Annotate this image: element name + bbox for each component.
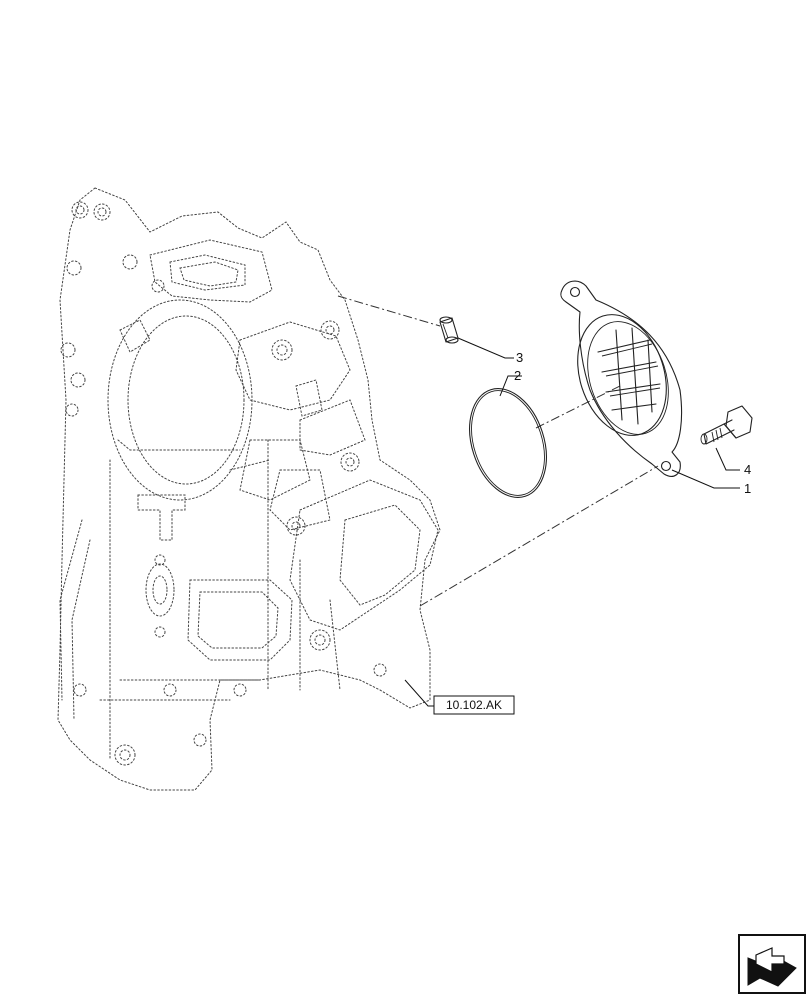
reference-tag[interactable]: 10.102.AK xyxy=(433,695,515,715)
next-page-arrow-icon[interactable] xyxy=(738,934,806,994)
part-4-bolt xyxy=(700,405,753,445)
leader-lines xyxy=(404,337,740,707)
callout-4: 4 xyxy=(744,462,751,477)
part-1-strainer-cover xyxy=(560,280,683,477)
callout-1: 1 xyxy=(744,481,751,496)
callout-3: 3 xyxy=(516,350,523,365)
engine-front-housing xyxy=(57,187,441,791)
part-3-bushing xyxy=(439,316,459,344)
part-2-o-ring xyxy=(469,388,547,498)
assembly-centerlines xyxy=(337,295,659,607)
reference-code: 10.102.AK xyxy=(446,698,502,712)
callout-2: 2 xyxy=(514,368,521,383)
callouts: 3 2 4 1 xyxy=(514,350,751,496)
